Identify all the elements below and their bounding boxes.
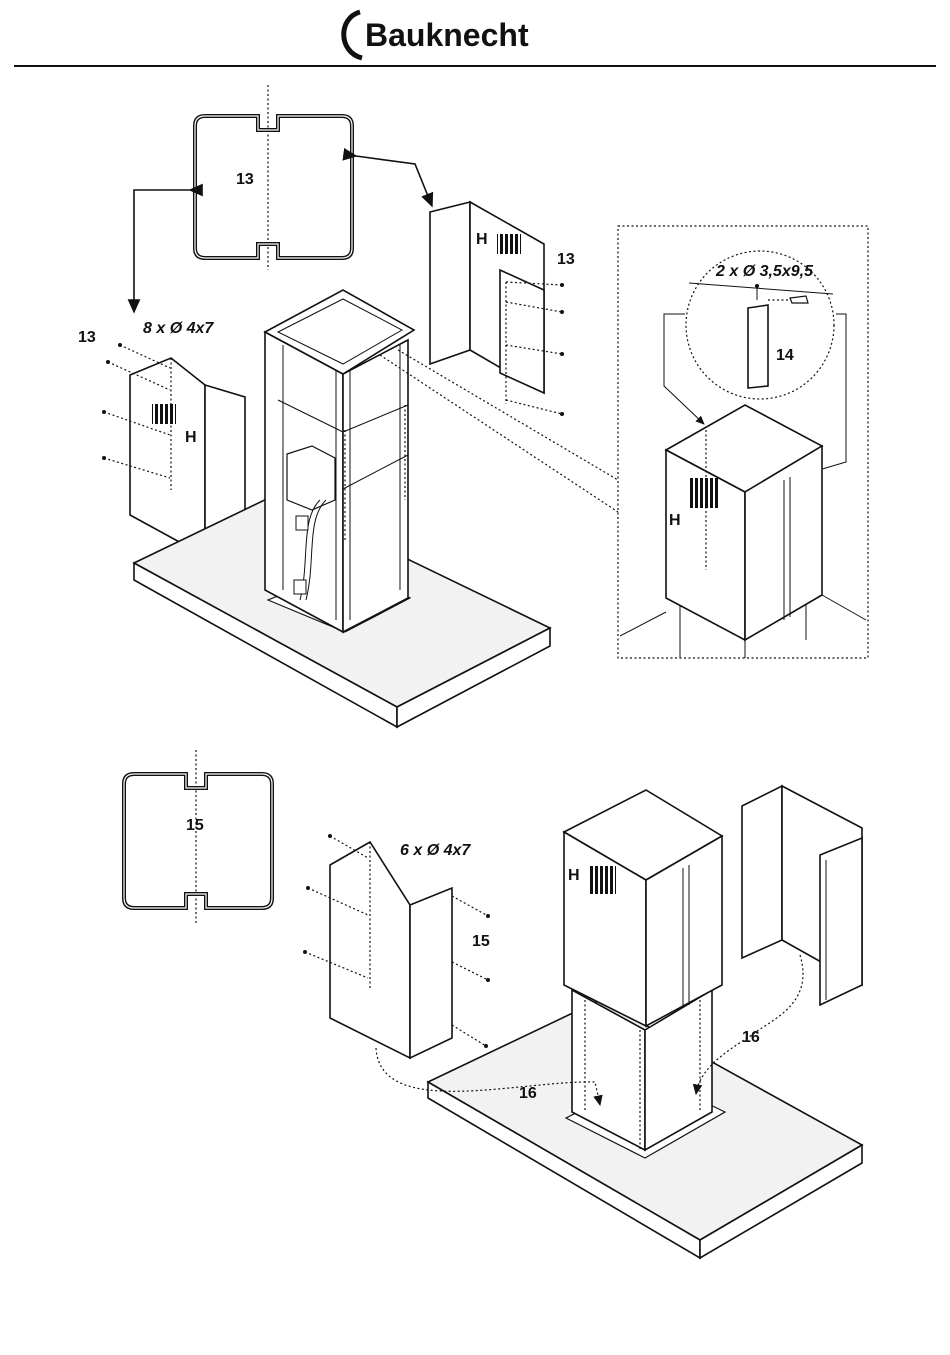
arrow-left — [134, 190, 190, 312]
lower-cover-panel — [303, 834, 490, 1058]
screw — [306, 886, 310, 890]
vent-mark-bottom: H — [568, 867, 580, 884]
screw — [484, 1044, 488, 1048]
support-frame — [265, 290, 414, 632]
detail-part-label: 14 — [776, 347, 794, 364]
lower-panel-label: 15 — [472, 933, 490, 950]
vent-mark-right: H — [476, 231, 488, 248]
vent-mark-left: H — [185, 429, 197, 446]
vent-grille — [152, 404, 176, 424]
screw — [560, 310, 564, 314]
callout-line — [380, 355, 618, 512]
brand-logo: Bauknecht — [344, 12, 529, 58]
screw — [560, 283, 564, 287]
profile-15-label: 15 — [186, 817, 204, 834]
screw — [118, 343, 122, 347]
screw — [106, 360, 110, 364]
cable-clip — [294, 580, 306, 594]
screw-spec-bottom: 6 x Ø 4x7 — [400, 842, 471, 859]
detail-screw-spec: 2 x Ø 3,5x9,5 — [715, 263, 814, 280]
profile-15: 15 — [124, 750, 272, 925]
screw-spec-left: 8 x Ø 4x7 — [143, 320, 214, 337]
rear-cover-panel — [742, 786, 862, 1005]
profile-13: 13 — [195, 85, 352, 270]
left-panel-label: 13 — [78, 329, 96, 346]
vent-mark-detail: H — [669, 512, 681, 529]
brand-name: Bauknecht — [365, 17, 529, 53]
cable-clip — [296, 516, 308, 530]
screw — [486, 978, 490, 982]
vent-grille — [690, 478, 718, 508]
step-16-label-right: 16 — [742, 1029, 760, 1046]
screw — [560, 412, 564, 416]
vent-grille — [497, 234, 521, 254]
right-cover-panel: H — [430, 202, 564, 416]
right-panel-label: 13 — [557, 251, 575, 268]
screw — [560, 352, 564, 356]
detail-view: 2 x Ø 3,5x9,5 14 H — [618, 226, 868, 658]
screw — [102, 456, 106, 460]
upper-chimney: H — [564, 790, 722, 1026]
step-16-label-left: 16 — [519, 1085, 537, 1102]
arrow-right — [356, 156, 432, 206]
vent-grille — [588, 866, 616, 894]
screw — [303, 950, 307, 954]
profile-13-label: 13 — [236, 171, 254, 188]
screw — [486, 914, 490, 918]
screw — [328, 834, 332, 838]
junction-box — [287, 446, 335, 510]
screw — [102, 410, 106, 414]
